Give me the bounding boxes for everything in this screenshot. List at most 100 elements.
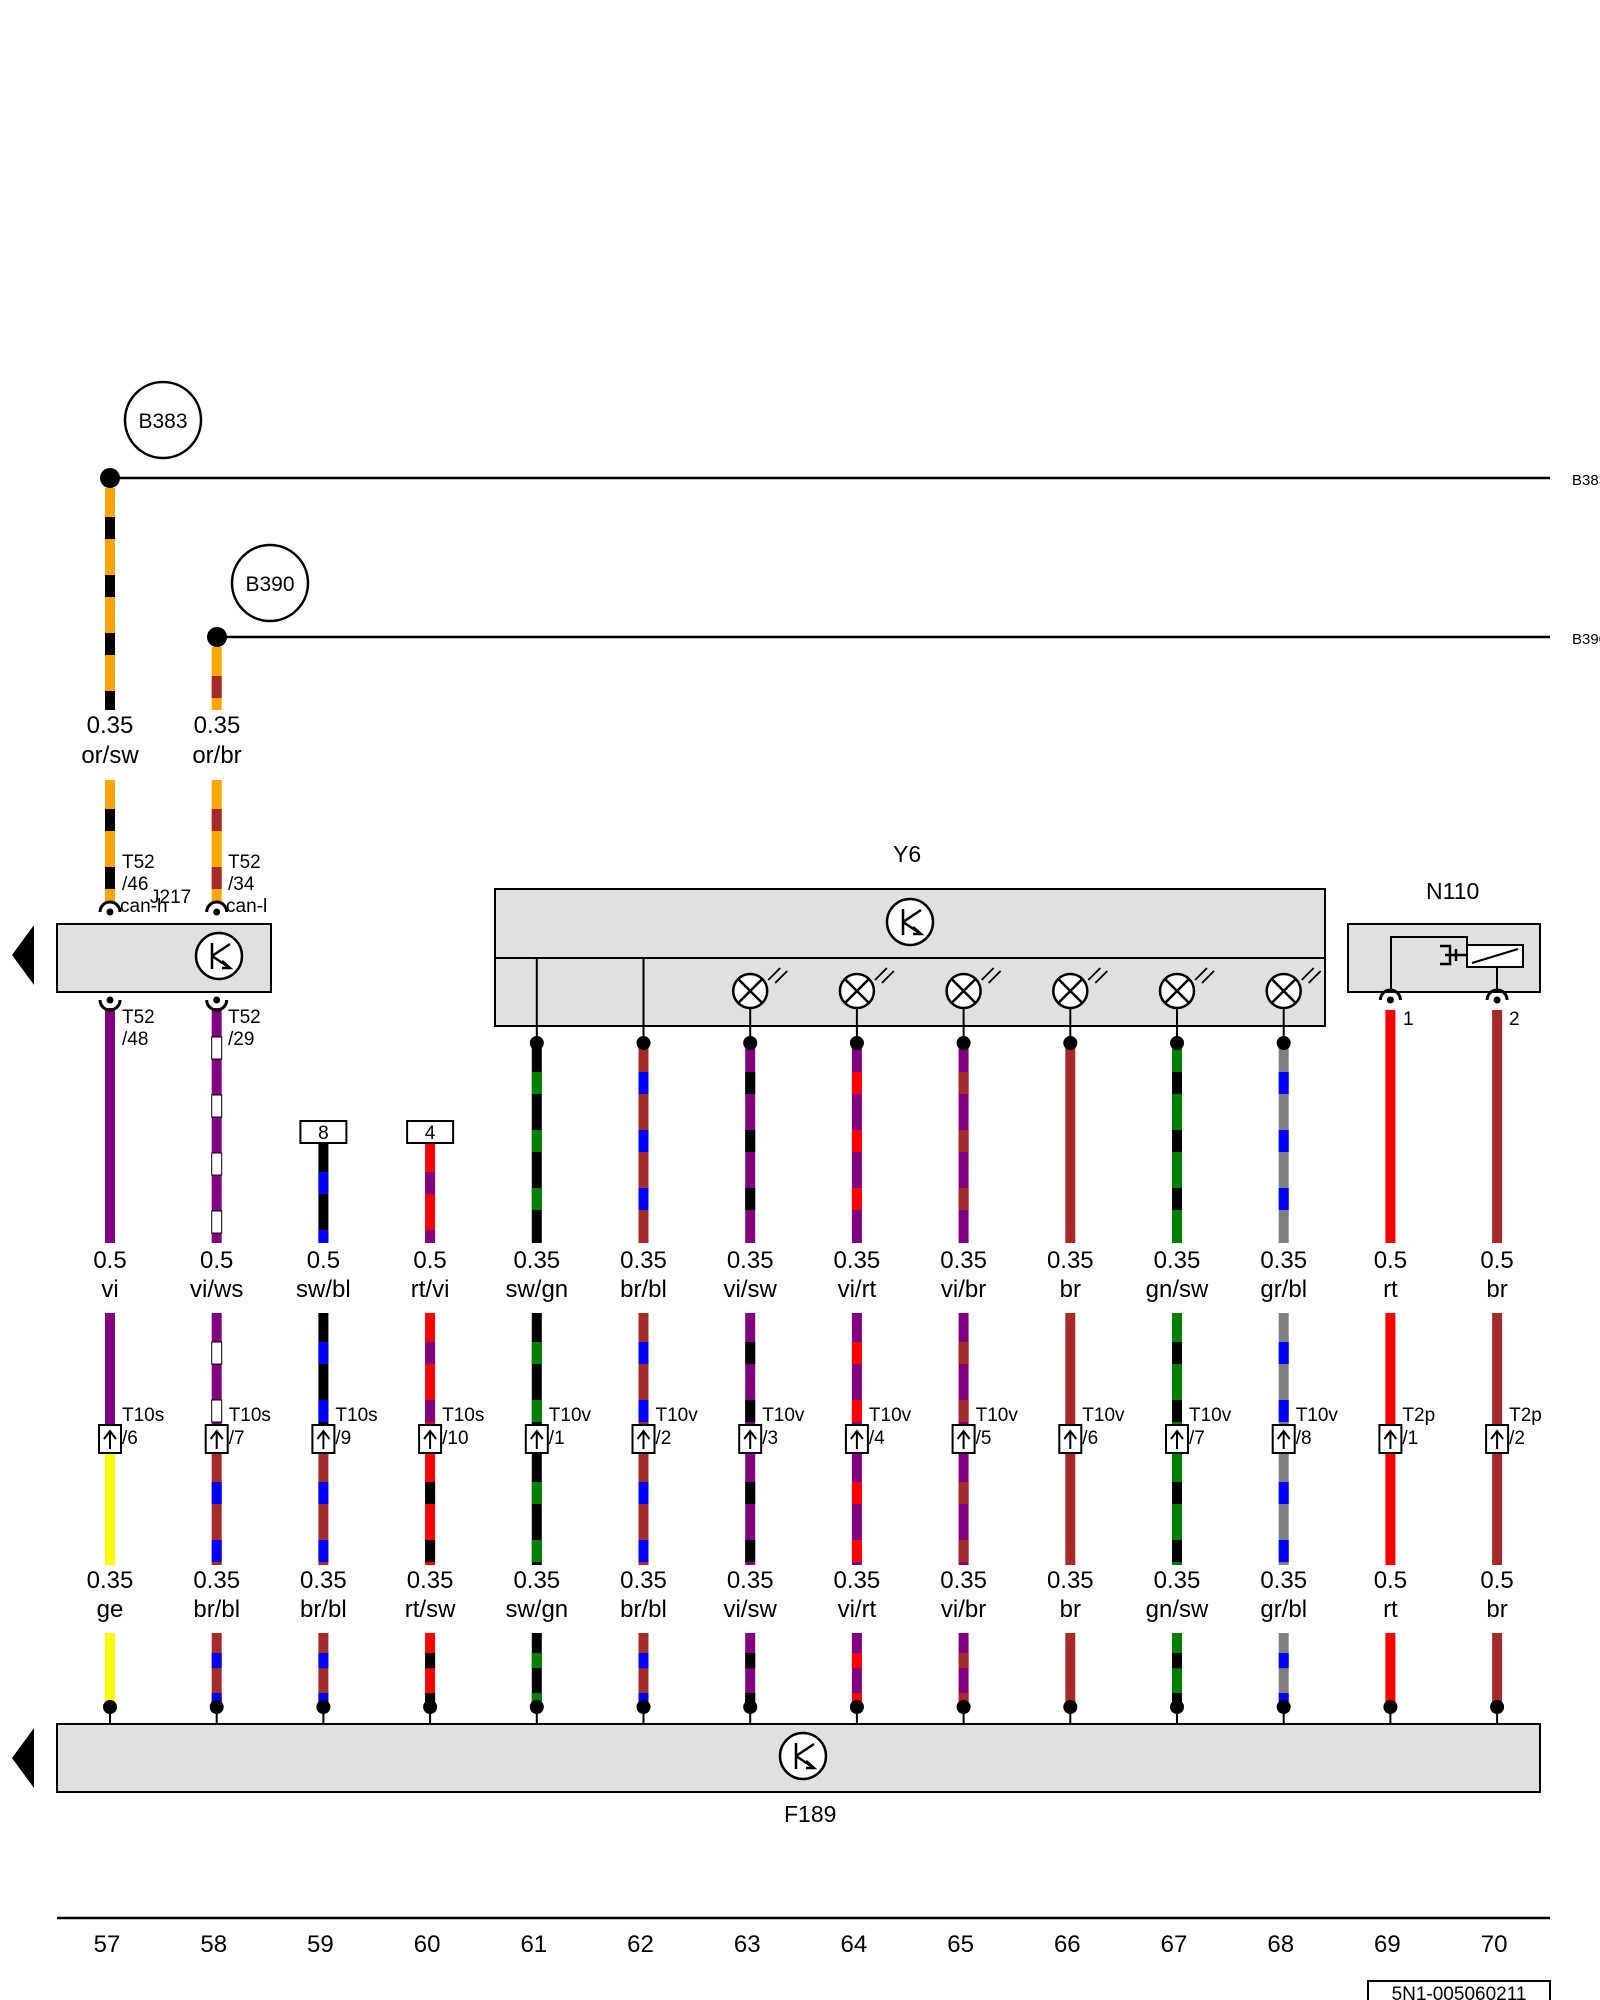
electronic-symbol-icon bbox=[778, 1731, 828, 1781]
column-number: 68 bbox=[1267, 1931, 1294, 1958]
wire-62-upper bbox=[638, 1043, 649, 1243]
wire-65-bottom-base bbox=[958, 1633, 969, 1708]
wire-color-lower: ge bbox=[97, 1596, 124, 1623]
doc-code: 5N1-005060211 bbox=[1392, 1984, 1527, 2000]
wire-63-lower bbox=[745, 1453, 756, 1565]
wire-58-upper bbox=[211, 1008, 223, 1243]
wire-59-mid bbox=[318, 1313, 329, 1428]
wire-59-upper-stripe bbox=[318, 1172, 329, 1195]
ref-box bbox=[299, 1120, 348, 1144]
wire-b383-upper-base bbox=[105, 488, 115, 710]
wire-57-mid bbox=[105, 1313, 115, 1428]
wire-color-lower: vi/sw bbox=[724, 1596, 778, 1623]
connector-arrow bbox=[316, 1429, 331, 1449]
wire-59-lower-stripe bbox=[318, 1482, 329, 1505]
wire-61-lower-base bbox=[531, 1453, 542, 1565]
wire-color-lower: gr/bl bbox=[1260, 1596, 1307, 1623]
column-number: 58 bbox=[200, 1931, 227, 1958]
wire-62-mid-stripe bbox=[638, 1400, 649, 1423]
wire-size-lower: 0.35 bbox=[727, 1567, 774, 1594]
wire-64-upper-stripe bbox=[851, 1188, 862, 1211]
n110-pin bbox=[1485, 988, 1509, 1001]
wire-size-upper: 0.35 bbox=[940, 1247, 987, 1274]
wire-66-bottom bbox=[1065, 1633, 1076, 1708]
j217-pin-can-h-dot bbox=[106, 908, 114, 916]
pin-dot bbox=[1170, 1036, 1184, 1050]
wire-60-mid bbox=[425, 1313, 436, 1428]
connector-id: T10v bbox=[1189, 1405, 1232, 1426]
wire-63-bottom-base bbox=[745, 1633, 756, 1708]
wire-65-lower-stripe bbox=[958, 1482, 969, 1505]
connector-id: T10v bbox=[869, 1405, 912, 1426]
column-number: 65 bbox=[947, 1931, 974, 1958]
wire-57-lower-base bbox=[105, 1453, 115, 1565]
wire-size-upper: 0.35 bbox=[1154, 1247, 1201, 1274]
pin-dot bbox=[1276, 1036, 1291, 1050]
wire-60-lower-stripe bbox=[425, 1540, 436, 1563]
lamp-cross bbox=[844, 978, 870, 1004]
wire-color-upper: rt bbox=[1383, 1276, 1398, 1303]
wire-61-mid-stripe bbox=[531, 1342, 542, 1365]
wire-64-bottom-stripe bbox=[851, 1653, 862, 1669]
wire-color-lower: sw/gn bbox=[505, 1596, 568, 1623]
j217-pin-can-h bbox=[98, 900, 122, 913]
wire-59-lower-stripe bbox=[318, 1540, 329, 1563]
j217-pin-34-num: /34 bbox=[228, 874, 255, 895]
wire-62-lower bbox=[638, 1453, 649, 1565]
connector-id: T10s bbox=[335, 1405, 377, 1426]
wire-68-bottom-base bbox=[1278, 1633, 1289, 1708]
wire-64-bottom-base bbox=[851, 1633, 862, 1708]
wire-size-upper: 0.35 bbox=[513, 1247, 560, 1274]
connector-id: T2p bbox=[1402, 1405, 1435, 1426]
connector-pin: /7 bbox=[1189, 1428, 1205, 1449]
wire-62-upper-stripe bbox=[638, 1188, 649, 1211]
wire-62-mid-base bbox=[638, 1313, 649, 1428]
wire-60-mid-base bbox=[425, 1313, 436, 1428]
wire-color-lower: gn/sw bbox=[1146, 1596, 1209, 1623]
wire-58-lower-stripe bbox=[211, 1540, 222, 1563]
doc-code-box bbox=[1367, 1980, 1551, 2000]
wire-67-bottom-base bbox=[1172, 1633, 1182, 1708]
wire-66-mid bbox=[1065, 1313, 1076, 1428]
connector-pin: /10 bbox=[442, 1428, 468, 1449]
y6-label: Y6 bbox=[893, 841, 921, 867]
connector-id: T10v bbox=[976, 1405, 1019, 1426]
wire-64-lower-stripe bbox=[851, 1482, 862, 1505]
wire-64-mid-base bbox=[851, 1313, 862, 1428]
connector-id: T10v bbox=[549, 1405, 592, 1426]
wire-b383-upper-stripe bbox=[105, 633, 115, 656]
wire-63-lower-stripe bbox=[745, 1540, 756, 1563]
wire-68-lower bbox=[1278, 1453, 1289, 1565]
wire-70-upper bbox=[1492, 1010, 1503, 1243]
j217-pin-48-id: T52 bbox=[122, 1007, 155, 1028]
wire-69-mid bbox=[1385, 1313, 1396, 1428]
wire-63-lower-stripe bbox=[745, 1482, 756, 1505]
wire-57-upper bbox=[105, 1008, 115, 1243]
wire-color-lower: br/bl bbox=[300, 1596, 347, 1623]
wire-68-mid-stripe bbox=[1278, 1400, 1289, 1423]
wire-size-lower: 0.5 bbox=[1480, 1567, 1513, 1594]
connector-arrow bbox=[103, 1429, 117, 1449]
wire-65-upper-stripe bbox=[958, 1188, 969, 1211]
connector-arrow bbox=[209, 1429, 224, 1449]
wire-58-upper-stripe bbox=[211, 1152, 223, 1176]
wire-67-lower-base bbox=[1172, 1453, 1182, 1565]
connector-id: T10v bbox=[1082, 1405, 1125, 1426]
connector-id: T2p bbox=[1509, 1405, 1542, 1426]
wire-64-lower bbox=[851, 1453, 862, 1565]
wire-62-upper-stripe bbox=[638, 1130, 649, 1153]
wire-65-bottom-stripe bbox=[958, 1653, 969, 1669]
wire-58-mid-base bbox=[211, 1313, 222, 1428]
connector-pin: /2 bbox=[656, 1428, 672, 1449]
wire-61-upper bbox=[531, 1043, 542, 1243]
connector-arrow bbox=[1276, 1429, 1291, 1449]
wire-61-upper-stripe bbox=[531, 1188, 542, 1211]
f189-label: F189 bbox=[784, 1801, 836, 1827]
wire-58-bottom-base bbox=[211, 1633, 222, 1708]
wire-b390-lower bbox=[211, 780, 222, 902]
wire-59-upper bbox=[318, 1143, 329, 1243]
top-wire-2-color: or/br bbox=[192, 742, 241, 769]
wire-color-lower: rt bbox=[1383, 1596, 1398, 1623]
wire-63-mid bbox=[745, 1313, 756, 1428]
wire-65-lower-base bbox=[958, 1453, 969, 1565]
